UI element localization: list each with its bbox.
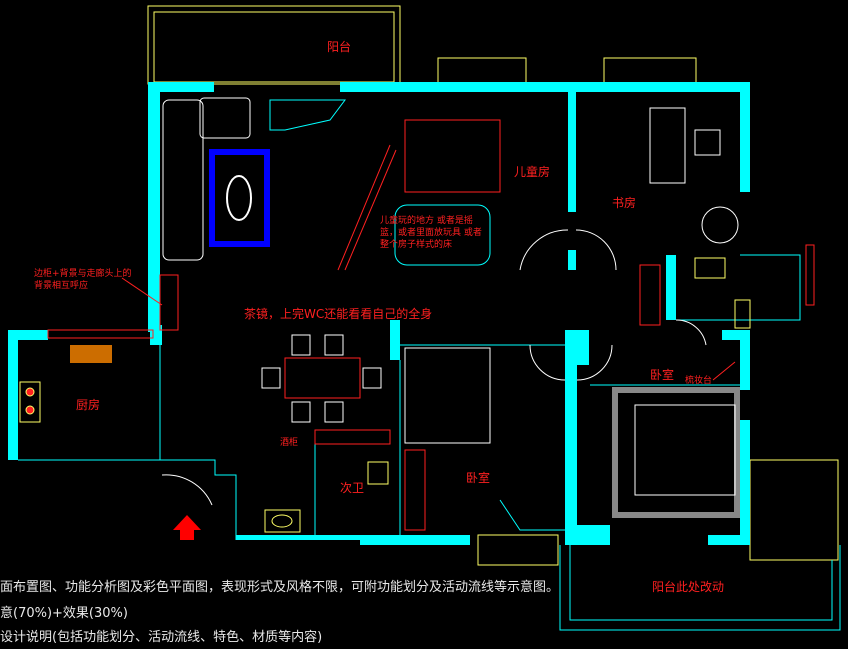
dresser-note: 梳妆台	[685, 376, 713, 386]
room-label-bedroom: 卧室	[466, 471, 491, 485]
beds	[404, 119, 740, 518]
mirror-note: 茶镜，上完WC还能看看自己的全身	[244, 307, 433, 321]
room-label-bath: 次卫	[340, 481, 365, 495]
balcony-change-note: 阳台此处改动	[652, 580, 725, 594]
bottom-balcony-outline	[559, 545, 841, 631]
children-play-note: 儿童玩的地方 或者是摇篮，或者里面放玩具 或者整个房子样式的床	[380, 216, 482, 250]
room-label-master-bedroom: 卧室	[650, 368, 675, 382]
door-swings	[161, 229, 707, 506]
room-label-study: 书房	[612, 196, 637, 210]
entrance-arrow	[173, 515, 201, 540]
description-line-3: 设计说明(包括功能划分、活动流线、特色、材质等内容)	[0, 630, 323, 645]
study-furniture	[649, 107, 739, 244]
room-label-balcony: 阳台	[327, 40, 352, 54]
side-cabinet-note: 边柜+背景与走廊头上的背景相互呼应	[34, 269, 132, 291]
red-details	[47, 144, 815, 531]
kitchen-fixtures	[19, 257, 751, 533]
annotation-leader	[121, 277, 163, 306]
room-label-children: 儿童房	[514, 165, 551, 179]
interior-lines	[18, 204, 801, 540]
walls	[8, 82, 750, 545]
wine-cabinet-note: 酒柜	[280, 438, 299, 448]
dresser-leader	[712, 361, 736, 381]
sofa	[162, 97, 346, 261]
room-label-kitchen: 厨房	[76, 398, 101, 412]
description-line-2: 意(70%)+效果(30%)	[0, 606, 128, 621]
description-line-1: 面布置图、功能分析图及彩色平面图，表现形式及风格不限，可附功能划分及活动流线等示…	[0, 580, 560, 595]
living-rug	[209, 149, 270, 247]
dining-table	[261, 334, 382, 423]
